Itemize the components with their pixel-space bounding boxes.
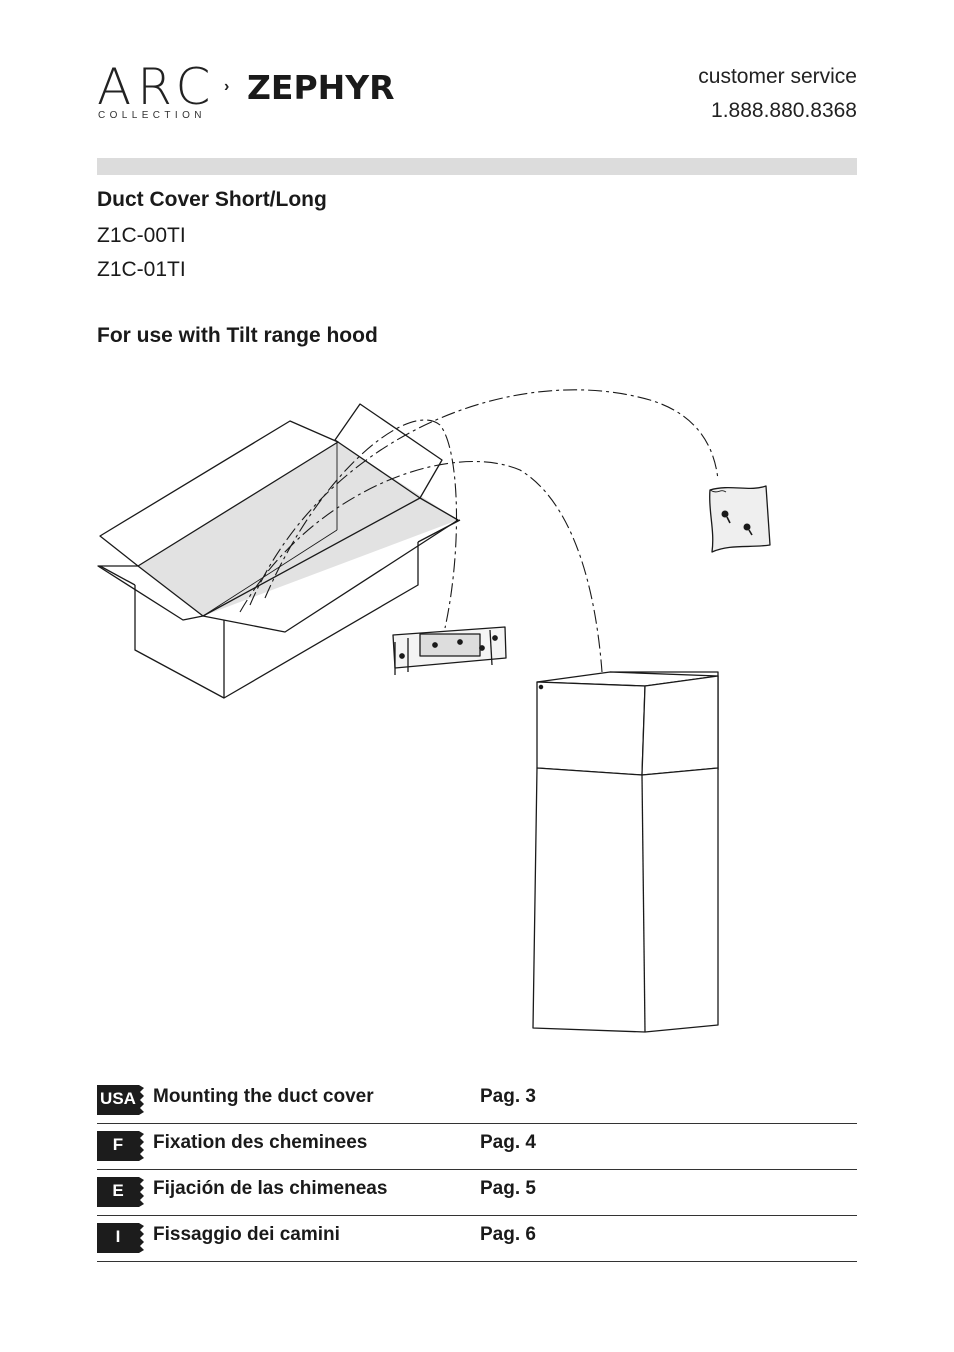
toc-row[interactable]: E Fijación de las chimeneas Pag. 5 bbox=[97, 1170, 857, 1216]
toc-row[interactable]: I Fissaggio dei camini Pag. 6 bbox=[97, 1216, 857, 1262]
toc-section-label: Fijación de las chimeneas bbox=[153, 1178, 388, 1199]
zigzag-edge-icon bbox=[139, 1131, 144, 1161]
toc-page-number: Pag. 3 bbox=[480, 1086, 536, 1107]
document-subtitle: For use with Tilt range hood bbox=[97, 324, 378, 347]
header-divider-bar bbox=[97, 158, 857, 175]
model-number: Z1C-01TI bbox=[97, 258, 186, 281]
flag-label: USA bbox=[97, 1085, 139, 1115]
box-flap-right bbox=[202, 497, 459, 633]
logo-collection-text: COLLECTION bbox=[98, 110, 206, 121]
language-flag-badge: E bbox=[97, 1177, 145, 1207]
zigzag-edge-icon bbox=[139, 1223, 144, 1253]
arc-zephyr-logo: ARC COLLECTION › ZEPHYR bbox=[97, 58, 395, 124]
customer-service-label: customer service bbox=[698, 65, 857, 88]
logo-arc-text: ARC bbox=[97, 58, 217, 116]
toc-section-label: Mounting the duct cover bbox=[153, 1086, 374, 1107]
screw-icon bbox=[721, 510, 751, 531]
product-exploded-illustration bbox=[97, 389, 771, 1033]
model-number: Z1C-00TI bbox=[97, 224, 186, 247]
screw-bag bbox=[708, 485, 771, 553]
customer-service-phone[interactable]: 1.888.880.8368 bbox=[711, 99, 857, 122]
flag-label: I bbox=[97, 1223, 139, 1253]
path-to-duct bbox=[239, 460, 603, 673]
toc-section-label: Fissaggio dei camini bbox=[153, 1224, 340, 1245]
zigzag-edge-icon bbox=[139, 1085, 144, 1115]
toc-section-label: Fixation des cheminees bbox=[153, 1132, 368, 1153]
flag-label: E bbox=[97, 1177, 139, 1207]
logo-brand-text: ZEPHYR bbox=[247, 68, 395, 107]
toc-page-number: Pag. 6 bbox=[480, 1224, 536, 1245]
duct-cover bbox=[532, 671, 719, 1033]
document-title: Duct Cover Short/Long bbox=[97, 188, 327, 211]
toc-row[interactable]: USA Mounting the duct cover Pag. 3 bbox=[97, 1078, 857, 1124]
language-contents-list: USA Mounting the duct cover Pag. 3 F Fix… bbox=[97, 1078, 857, 1262]
box-interior-shading bbox=[138, 442, 458, 616]
zigzag-edge-icon bbox=[139, 1177, 144, 1207]
flag-label: F bbox=[97, 1131, 139, 1161]
language-flag-badge: I bbox=[97, 1223, 145, 1253]
path-to-screws bbox=[249, 389, 719, 606]
toc-row[interactable]: F Fixation des cheminees Pag. 4 bbox=[97, 1124, 857, 1170]
toc-page-number: Pag. 4 bbox=[480, 1132, 536, 1153]
customer-service-block: customer service 1.888.880.8368 bbox=[698, 60, 857, 128]
language-flag-badge: F bbox=[97, 1131, 145, 1161]
path-to-bracket bbox=[264, 419, 458, 629]
language-flag-badge: USA bbox=[97, 1085, 145, 1115]
chevron-right-icon: › bbox=[224, 78, 230, 95]
toc-page-number: Pag. 5 bbox=[480, 1178, 536, 1199]
mounting-bracket bbox=[392, 626, 507, 675]
